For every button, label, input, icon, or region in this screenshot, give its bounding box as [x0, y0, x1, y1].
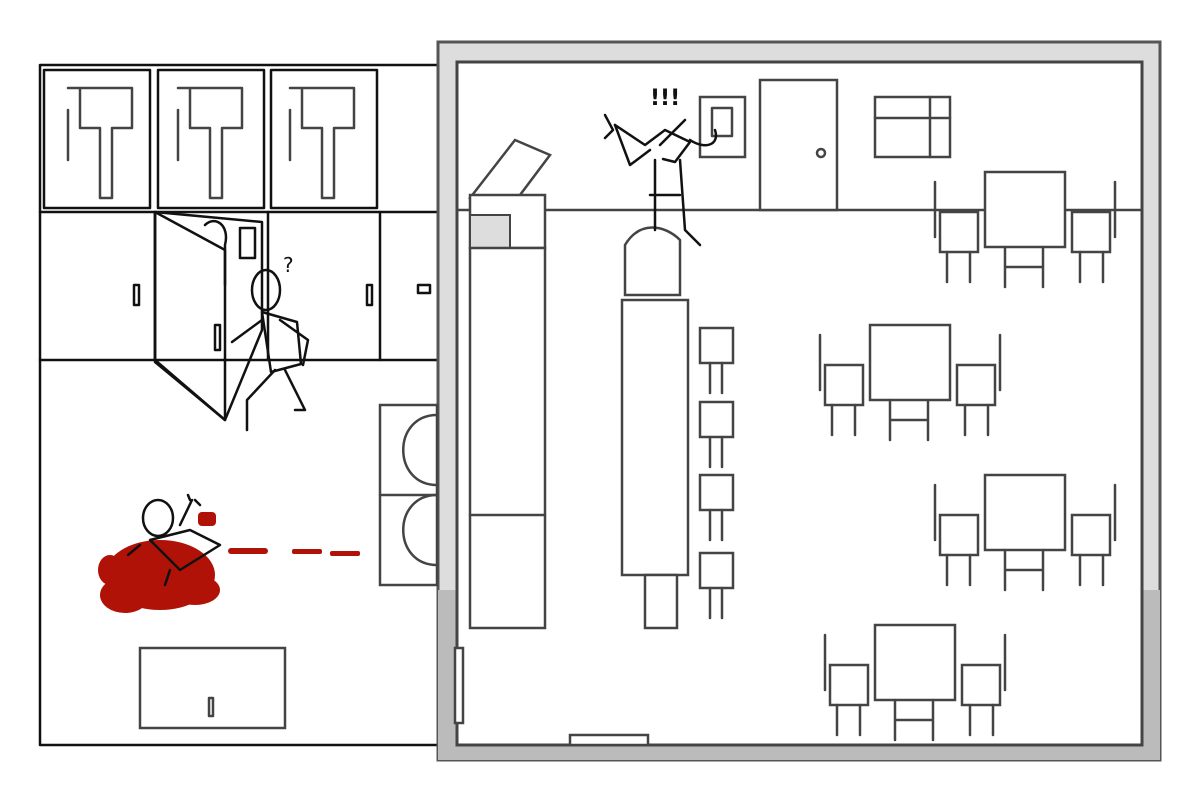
kitchen-room: ? — [38, 63, 442, 747]
confused-mark: ? — [283, 253, 294, 277]
restaurant-room: !!! — [378, 40, 1162, 762]
dining-tables[interactable] — [818, 170, 1117, 742]
wall-door[interactable] — [758, 78, 839, 212]
lower-cabinets[interactable] — [132, 210, 432, 362]
bar-stools[interactable] — [698, 326, 735, 620]
waiter-character[interactable]: !!! — [603, 86, 718, 247]
open-cabinet-door[interactable] — [153, 210, 264, 422]
victim-body — [126, 493, 222, 587]
front-counter[interactable] — [468, 246, 547, 630]
dining-table-set[interactable] — [933, 170, 1117, 289]
worker-character[interactable]: ? — [230, 253, 310, 432]
sinks[interactable] — [378, 403, 439, 587]
alarm-mark: !!! — [650, 86, 680, 111]
dining-table-set[interactable] — [823, 623, 1007, 742]
small-table[interactable] — [138, 646, 287, 730]
bar-counter[interactable] — [620, 226, 690, 630]
entrance-mat[interactable] — [568, 733, 650, 747]
dining-table-set[interactable] — [818, 323, 1002, 442]
upper-cabinets[interactable] — [42, 68, 379, 210]
cash-register[interactable] — [468, 138, 552, 250]
wall-phone[interactable] — [698, 95, 747, 159]
blood-pool — [98, 512, 360, 613]
window — [873, 95, 952, 159]
dining-table-set[interactable] — [933, 473, 1117, 592]
